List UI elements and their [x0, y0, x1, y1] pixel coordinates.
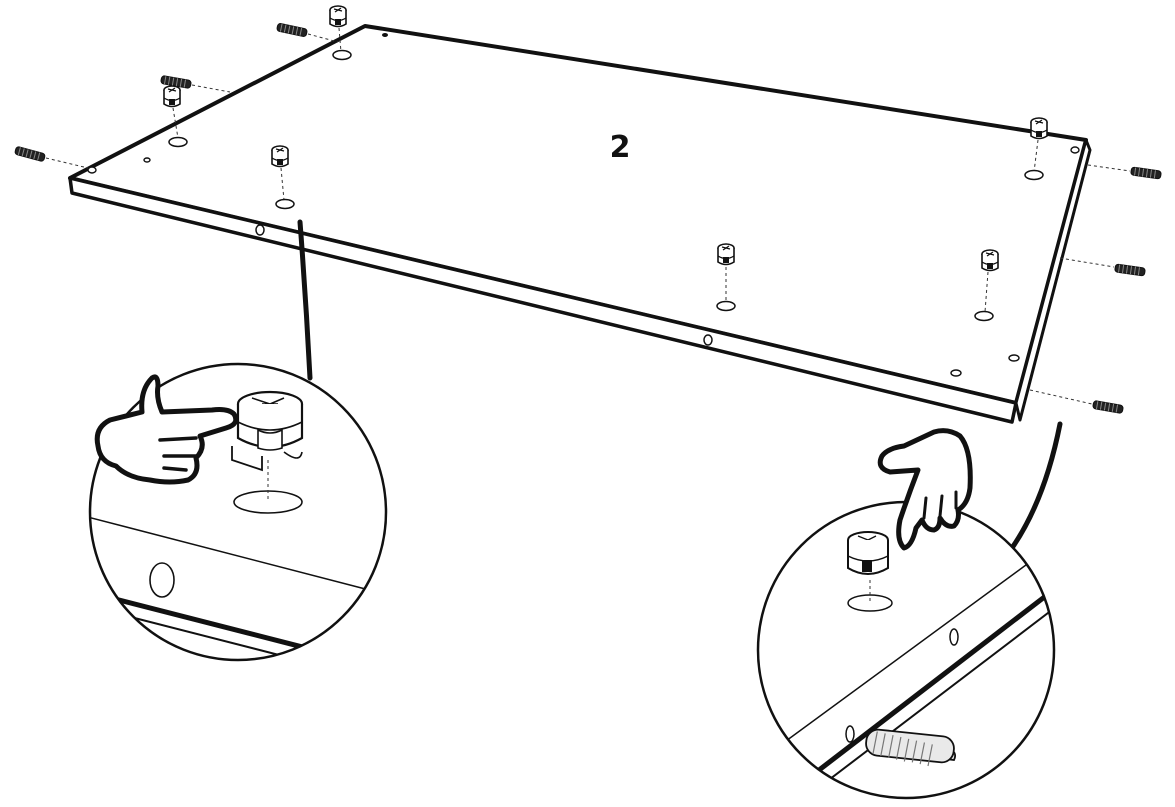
callout-connector-right — [1009, 421, 1063, 551]
panel-right-edge — [1014, 138, 1092, 422]
cam-lock — [974, 249, 999, 322]
dowel-detail — [865, 728, 957, 767]
cam-lock — [163, 85, 188, 148]
step-number: 2 — [610, 130, 631, 165]
cam-lock-detail — [847, 531, 889, 575]
surface-dot — [950, 369, 962, 377]
detail-callout-left — [88, 362, 388, 662]
pointing-hand-right — [877, 428, 973, 551]
surface-dot — [87, 166, 97, 174]
dowel — [1059, 257, 1146, 277]
edge-hole — [703, 334, 713, 346]
cam-lock — [271, 145, 295, 210]
cam-lock — [1024, 117, 1048, 181]
cam-lock — [329, 5, 352, 61]
board-panel — [68, 24, 1092, 424]
surface-dot — [382, 33, 388, 37]
cam-lock-detail — [231, 390, 304, 472]
dowel — [160, 74, 231, 93]
surface-dot — [143, 157, 151, 163]
surface-dot — [1008, 354, 1020, 362]
edge-hole — [255, 224, 265, 236]
dowel — [1087, 164, 1162, 180]
panel-front-edge — [68, 176, 1018, 424]
cam-locks — [163, 5, 1048, 322]
dowels — [13, 22, 1162, 415]
pointing-hand-left — [94, 374, 239, 485]
surface-dot — [1070, 146, 1080, 154]
callout-connector-left — [297, 219, 313, 381]
dowel — [13, 145, 89, 169]
dowel — [1029, 389, 1124, 415]
dowel — [275, 22, 339, 43]
detail-callout-right — [756, 428, 1056, 800]
